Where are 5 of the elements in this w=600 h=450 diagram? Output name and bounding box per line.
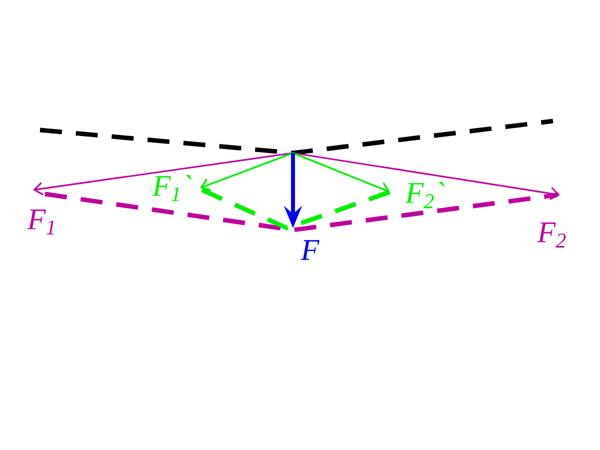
force-label: F (300, 240, 320, 260)
force-label: F$_{1}$` (152, 174, 192, 202)
force-label: F$_{2}$ (537, 222, 566, 248)
force-label: F$_{2}$` (405, 182, 444, 208)
force-label: F$_{1}$ (27, 210, 54, 234)
